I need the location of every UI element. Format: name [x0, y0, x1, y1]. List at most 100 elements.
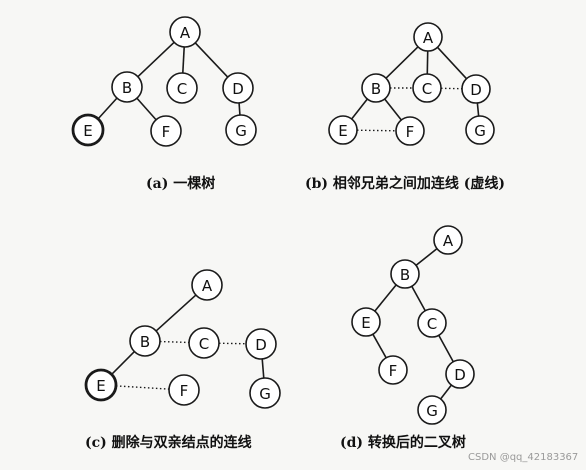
edge-d-g [476, 102, 480, 117]
node-label: B [400, 266, 410, 284]
node-e: E [328, 115, 358, 145]
node-circle [188, 327, 220, 359]
node-label: C [427, 315, 437, 333]
node-e: E [84, 368, 118, 402]
node-e: E [351, 307, 381, 337]
node-b: B [111, 71, 143, 103]
node-g: G [249, 377, 281, 409]
node-circle [417, 308, 447, 338]
dotted-link-e-f [356, 129, 397, 132]
node-f: F [378, 355, 408, 385]
edge-d-g [439, 384, 453, 400]
node-a: A [413, 22, 443, 52]
node-label: F [389, 362, 398, 380]
node-label: A [443, 232, 454, 250]
node-f: F [150, 115, 182, 147]
node-d: D [222, 72, 254, 104]
node-label: D [454, 366, 466, 384]
node-f: F [395, 116, 425, 146]
node-circle [465, 115, 495, 145]
node-label: B [140, 333, 150, 351]
edge-a-c [182, 46, 185, 74]
node-circle [222, 72, 254, 104]
node-d: D [245, 328, 277, 360]
node-label: E [361, 314, 370, 332]
node-label: G [235, 122, 247, 140]
node-label: D [232, 80, 244, 98]
panel-a-caption: (a) 一棵树 [146, 176, 216, 192]
node-circle [129, 325, 161, 357]
panel-a-tree: A B C D E F G [71, 16, 257, 147]
node-circle [395, 116, 425, 146]
node-label: E [96, 377, 105, 395]
node-c: C [417, 308, 447, 338]
node-c: C [412, 73, 442, 103]
edge-b-f [384, 98, 402, 121]
node-label: F [180, 382, 189, 400]
node-circle [378, 355, 408, 385]
edge-e-f [372, 333, 387, 359]
edge-b-e [111, 351, 135, 375]
edge-a-b [415, 248, 438, 266]
node-circle [361, 73, 391, 103]
edge-a-d [194, 42, 229, 78]
node-label: C [199, 335, 209, 353]
node-circle [225, 114, 257, 146]
node-b: B [390, 259, 420, 289]
node-circle [413, 22, 443, 52]
edge-a-d [436, 46, 468, 80]
node-e: E [71, 113, 105, 147]
node-circle [168, 374, 200, 406]
node-b: B [361, 73, 391, 103]
node-circle [191, 269, 223, 301]
node-circle [445, 359, 475, 389]
node-label: E [338, 122, 347, 140]
edge-b-c [411, 285, 426, 312]
node-a: A [169, 16, 201, 48]
panel-b-caption: (b) 相邻兄弟之间加连线 (虚线) [305, 176, 506, 192]
node-circle [169, 16, 201, 48]
node-circle [461, 74, 491, 104]
watermark: CSDN @qq_42183367 [468, 452, 579, 463]
node-label: C [177, 80, 187, 98]
node-b: B [129, 325, 161, 357]
node-label: D [470, 81, 482, 99]
node-f: F [168, 374, 200, 406]
node-circle [417, 395, 447, 425]
edge-a-b [155, 294, 197, 332]
node-a: A [433, 225, 463, 255]
node-label: D [255, 336, 267, 354]
node-circle [71, 113, 105, 147]
node-label: E [83, 122, 92, 140]
edge-a-b [137, 41, 175, 78]
node-label: A [180, 24, 191, 42]
node-g: G [417, 395, 447, 425]
edge-b-e [97, 97, 118, 120]
edge-b-e [351, 98, 368, 120]
node-label: C [422, 80, 432, 98]
node-circle [111, 71, 143, 103]
node-circle [390, 259, 420, 289]
edge-b-f [136, 97, 157, 121]
dotted-link-b-c [159, 340, 190, 344]
node-circle [412, 73, 442, 103]
node-circle [245, 328, 277, 360]
panel-b-sibling-links: AB C D E F G [328, 22, 495, 146]
node-circle [150, 115, 182, 147]
node-label: G [474, 122, 486, 140]
panel-d-caption: (d) 转换后的二叉树 [340, 435, 466, 451]
node-g: G [465, 115, 495, 145]
dotted-link-e-f [115, 385, 170, 390]
node-c: C [188, 327, 220, 359]
edge-d-g [238, 102, 241, 116]
node-circle [351, 307, 381, 337]
node-circle [328, 115, 358, 145]
node-circle [166, 72, 198, 104]
node-g: G [225, 114, 257, 146]
edge-c-d [438, 334, 454, 363]
node-label: G [426, 402, 438, 420]
node-label: B [122, 79, 132, 97]
node-circle [84, 368, 118, 402]
